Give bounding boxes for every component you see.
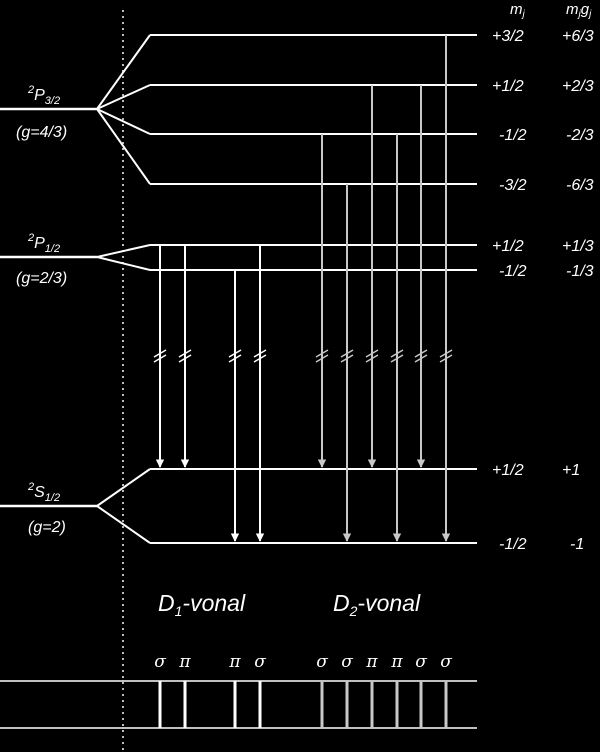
d2-transitions <box>317 35 451 542</box>
mjgj-value: -2/3 <box>566 127 594 144</box>
d1-line-label: D1-vonal <box>158 590 246 619</box>
fan-line <box>96 468 151 507</box>
term-symbol-s12: 2S1/2 <box>27 481 60 504</box>
fan-line <box>96 84 151 110</box>
polarization-label: σ <box>316 652 328 672</box>
mjgj-value: +1 <box>562 462 580 479</box>
mjgj-value: +2/3 <box>562 78 594 95</box>
mjgj-value: -6/3 <box>566 177 594 194</box>
break-mark <box>253 349 267 363</box>
fan-line <box>96 244 151 258</box>
polarization-label: π <box>178 652 191 672</box>
polarization-label: π <box>365 652 378 672</box>
polarization-label: σ <box>254 652 266 672</box>
polarization-label: σ <box>440 652 452 672</box>
polarization-label: σ <box>154 652 166 672</box>
term-s12: 2S1/2 (g=2) +1/2 -1/2 +1 -1 <box>0 462 584 553</box>
break-mark <box>340 349 354 363</box>
break-mark <box>228 349 242 363</box>
mj-header: mj <box>510 1 526 20</box>
mj-value: -3/2 <box>499 177 527 194</box>
break-mark <box>315 349 329 363</box>
polarization-label: π <box>228 652 241 672</box>
break-mark <box>414 349 428 363</box>
spectrum-strip <box>0 680 477 729</box>
mjgj-value: +6/3 <box>562 28 594 45</box>
mj-value: -1/2 <box>499 263 527 280</box>
break-mark <box>439 349 453 363</box>
g-factor-s12: (g=2) <box>28 519 66 536</box>
break-mark <box>153 349 167 363</box>
mj-value: -1/2 <box>499 536 527 553</box>
mjgj-value: -1/3 <box>566 263 594 280</box>
mj-value: +1/2 <box>492 462 524 479</box>
mjgj-header: mjgj <box>566 1 592 20</box>
d2-line-label: D2-vonal <box>333 590 421 619</box>
fan-line <box>96 256 151 271</box>
break-mark <box>178 349 192 363</box>
break-mark <box>365 349 379 363</box>
g-factor-p32: (g=4/3) <box>16 124 67 141</box>
mj-value: +3/2 <box>492 28 524 45</box>
fan-line <box>96 505 151 544</box>
polarization-label: π <box>390 652 403 672</box>
fan-line <box>96 108 151 185</box>
mj-value: +1/2 <box>492 238 524 255</box>
break-mark <box>390 349 404 363</box>
fan-line <box>96 34 151 110</box>
mjgj-value: -1 <box>570 536 584 553</box>
fan-line <box>96 108 151 135</box>
mjgj-value: +1/3 <box>562 238 594 255</box>
term-symbol-p32: 2P3/2 <box>27 84 60 107</box>
term-symbol-p12: 2P1/2 <box>27 232 60 255</box>
term-p12: 2P1/2 (g=2/3) +1/2 -1/2 +1/3 -1/3 <box>0 232 594 287</box>
axis-break-marks <box>153 349 453 363</box>
g-factor-p12: (g=2/3) <box>16 270 67 287</box>
polarization-labels: σ π π σ σ σ π π σ σ <box>154 652 452 672</box>
mj-value: +1/2 <box>492 78 524 95</box>
term-p32: 2P3/2 (g=4/3) +3/2 +1/2 -1/2 -3/2 +6/3 +… <box>0 28 594 194</box>
mj-value: -1/2 <box>499 127 527 144</box>
d1-transitions <box>155 245 265 542</box>
polarization-label: σ <box>341 652 353 672</box>
polarization-label: σ <box>415 652 427 672</box>
